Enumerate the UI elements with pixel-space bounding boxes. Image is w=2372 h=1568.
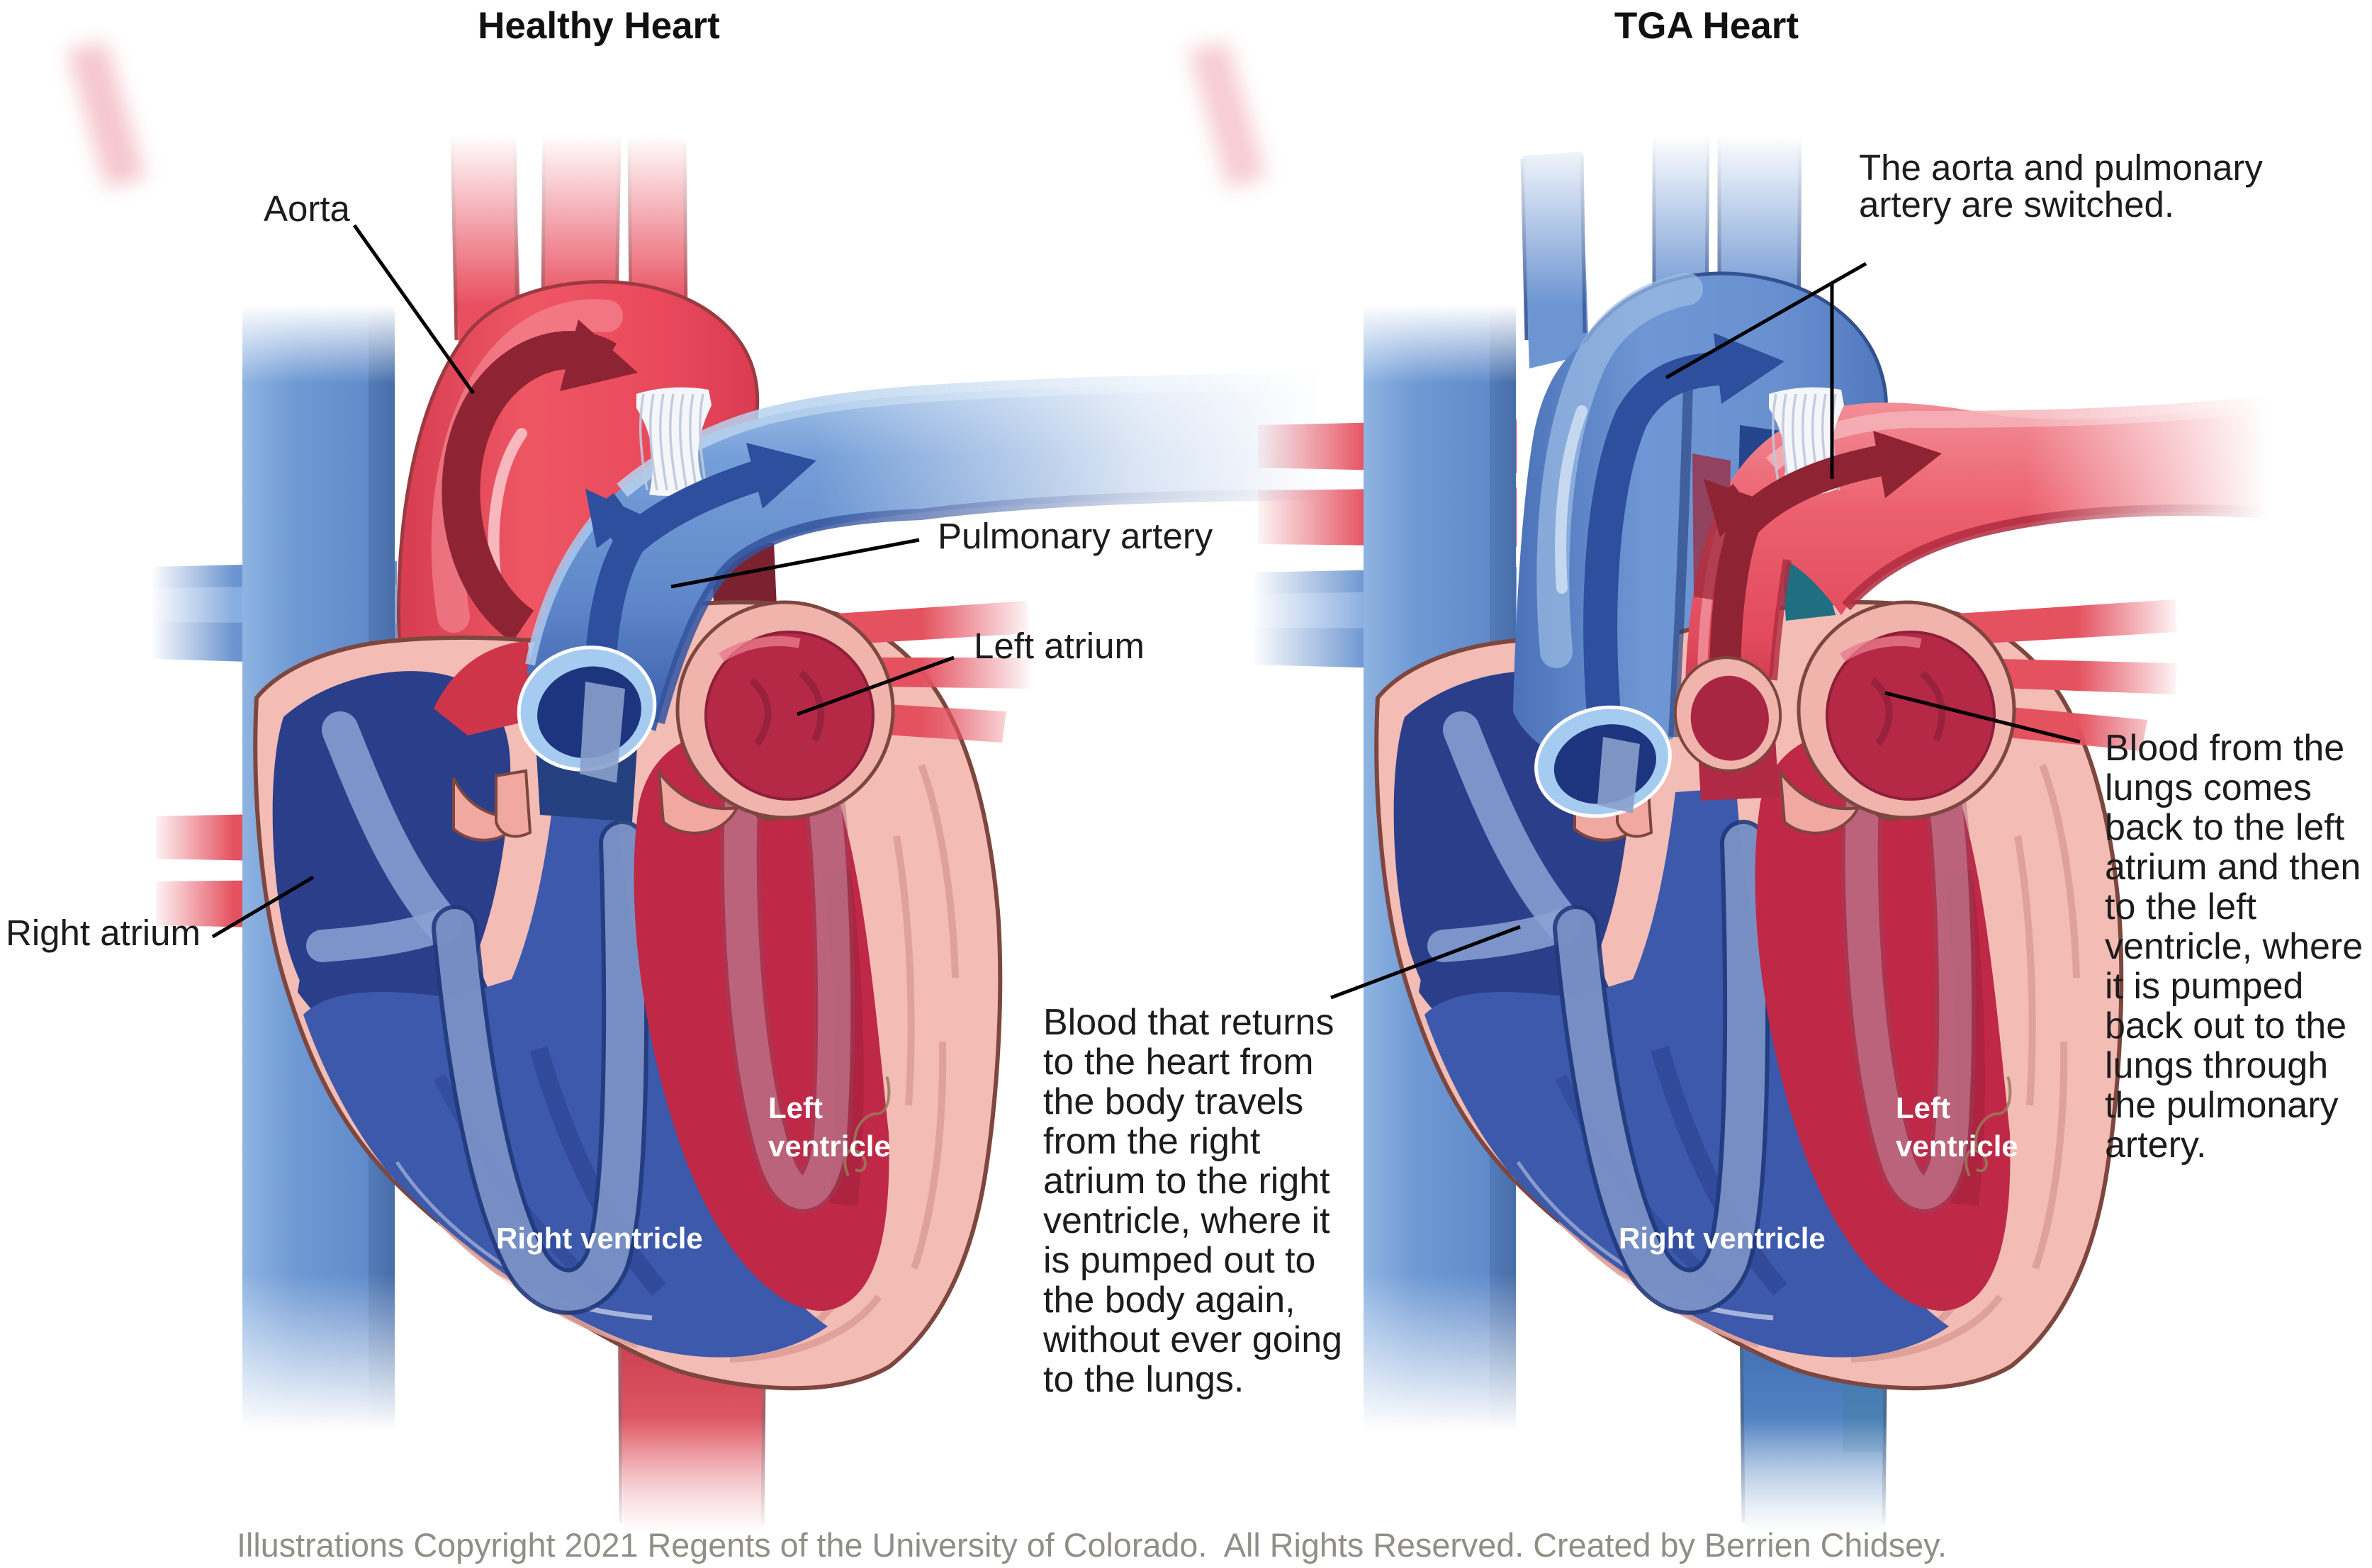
svg-text:atrium and then: atrium and then: [2105, 847, 2361, 888]
svg-text:the body travels: the body travels: [1043, 1081, 1303, 1122]
svg-text:is pumped out to: is pumped out to: [1043, 1240, 1315, 1281]
svg-text:ventricle, where it: ventricle, where it: [1043, 1200, 1330, 1241]
svg-text:artery are switched.: artery are switched.: [1859, 184, 2174, 225]
svg-text:Left: Left: [768, 1091, 823, 1124]
svg-text:The aorta and pulmonary: The aorta and pulmonary: [1859, 147, 2263, 188]
svg-text:Aorta: Aorta: [264, 188, 351, 229]
svg-text:Illustrations Copyright 2021 R: Illustrations Copyright 2021 Regents of …: [237, 1526, 1947, 1564]
svg-text:ventricle: ventricle: [768, 1129, 891, 1163]
svg-text:to the left: to the left: [2105, 886, 2256, 927]
svg-text:Blood from the: Blood from the: [2105, 728, 2344, 769]
svg-text:lungs comes: lungs comes: [2105, 767, 2312, 808]
svg-text:Left atrium: Left atrium: [974, 626, 1145, 666]
svg-text:the pulmonary: the pulmonary: [2105, 1085, 2339, 1126]
svg-text:from the right: from the right: [1043, 1121, 1261, 1162]
svg-text:lungs through: lungs through: [2105, 1045, 2328, 1086]
svg-text:Blood that returns: Blood that returns: [1043, 1002, 1334, 1043]
svg-text:to the lungs.: to the lungs.: [1043, 1359, 1244, 1400]
svg-text:back out to the: back out to the: [2105, 1005, 2346, 1047]
svg-text:Right ventricle: Right ventricle: [496, 1222, 703, 1255]
svg-text:TGA Heart: TGA Heart: [1614, 5, 1799, 47]
svg-text:Right ventricle: Right ventricle: [1619, 1222, 1826, 1255]
svg-text:ventricle: ventricle: [1896, 1129, 2018, 1163]
svg-text:Right atrium: Right atrium: [6, 913, 201, 953]
svg-text:back to the left: back to the left: [2105, 807, 2345, 848]
svg-text:the body again,: the body again,: [1043, 1280, 1295, 1321]
svg-text:Pulmonary artery: Pulmonary artery: [938, 516, 1213, 556]
svg-text:without ever going: without ever going: [1042, 1319, 1342, 1360]
svg-text:ventricle, where: ventricle, where: [2105, 926, 2363, 967]
svg-text:it is pumped: it is pumped: [2105, 966, 2303, 1007]
svg-text:Left: Left: [1896, 1091, 1950, 1124]
svg-text:Healthy Heart: Healthy Heart: [478, 5, 720, 47]
svg-text:atrium to the right: atrium to the right: [1043, 1161, 1330, 1202]
svg-text:artery.: artery.: [2105, 1124, 2207, 1166]
svg-text:to the heart from: to the heart from: [1043, 1042, 1314, 1083]
